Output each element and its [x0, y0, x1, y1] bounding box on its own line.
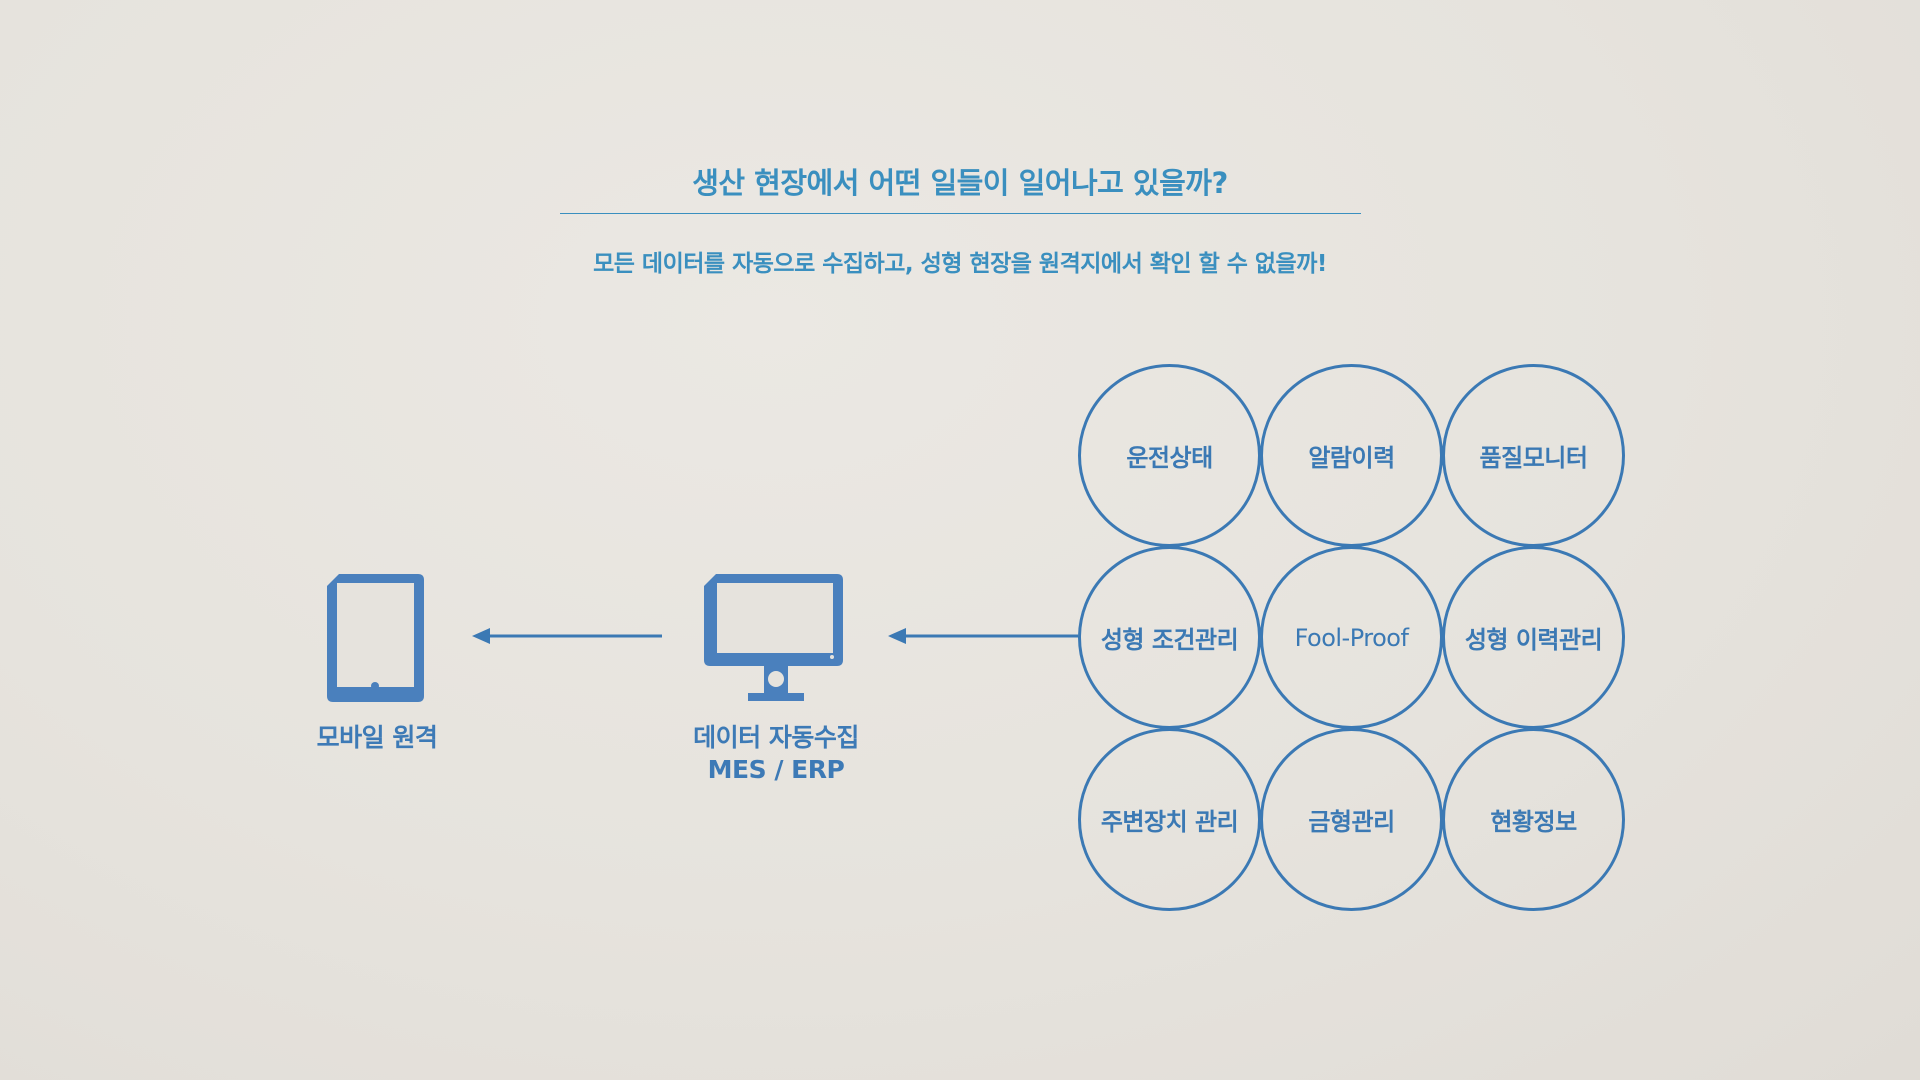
circle-operation-status: 운전상태 [1078, 364, 1261, 547]
circle-mold-management: 금형관리 [1260, 728, 1443, 911]
circle-fool-proof: Fool-Proof [1260, 546, 1443, 729]
title-divider [560, 213, 1361, 214]
arrow-left-icon [472, 628, 662, 644]
tablet-icon [327, 574, 424, 702]
circle-quality-monitor: 품질모니터 [1442, 364, 1625, 547]
mobile-label: 모바일 원격 [316, 723, 438, 752]
circle-peripheral-management: 주변장치 관리 [1078, 728, 1261, 911]
monitor-icon [704, 574, 843, 701]
circle-status-info: 현황정보 [1442, 728, 1625, 911]
arrow-left-icon [888, 628, 1078, 644]
pc-label: 데이터 자동수집 MES / ERP [626, 722, 926, 786]
circle-alarm-history: 알람이력 [1260, 364, 1443, 547]
page-title: 생산 현장에서 어떤 일들이 일어나고 있을까? [692, 166, 1228, 200]
pc-label-line2: MES / ERP [707, 755, 845, 784]
circle-molding-history: 성형 이력관리 [1442, 546, 1625, 729]
pc-label-line1: 데이터 자동수집 [693, 723, 859, 752]
page-subtitle: 모든 데이터를 자동으로 수집하고, 성형 현장을 원격지에서 확인 할 수 없… [593, 251, 1327, 277]
circle-molding-conditions: 성형 조건관리 [1078, 546, 1261, 729]
